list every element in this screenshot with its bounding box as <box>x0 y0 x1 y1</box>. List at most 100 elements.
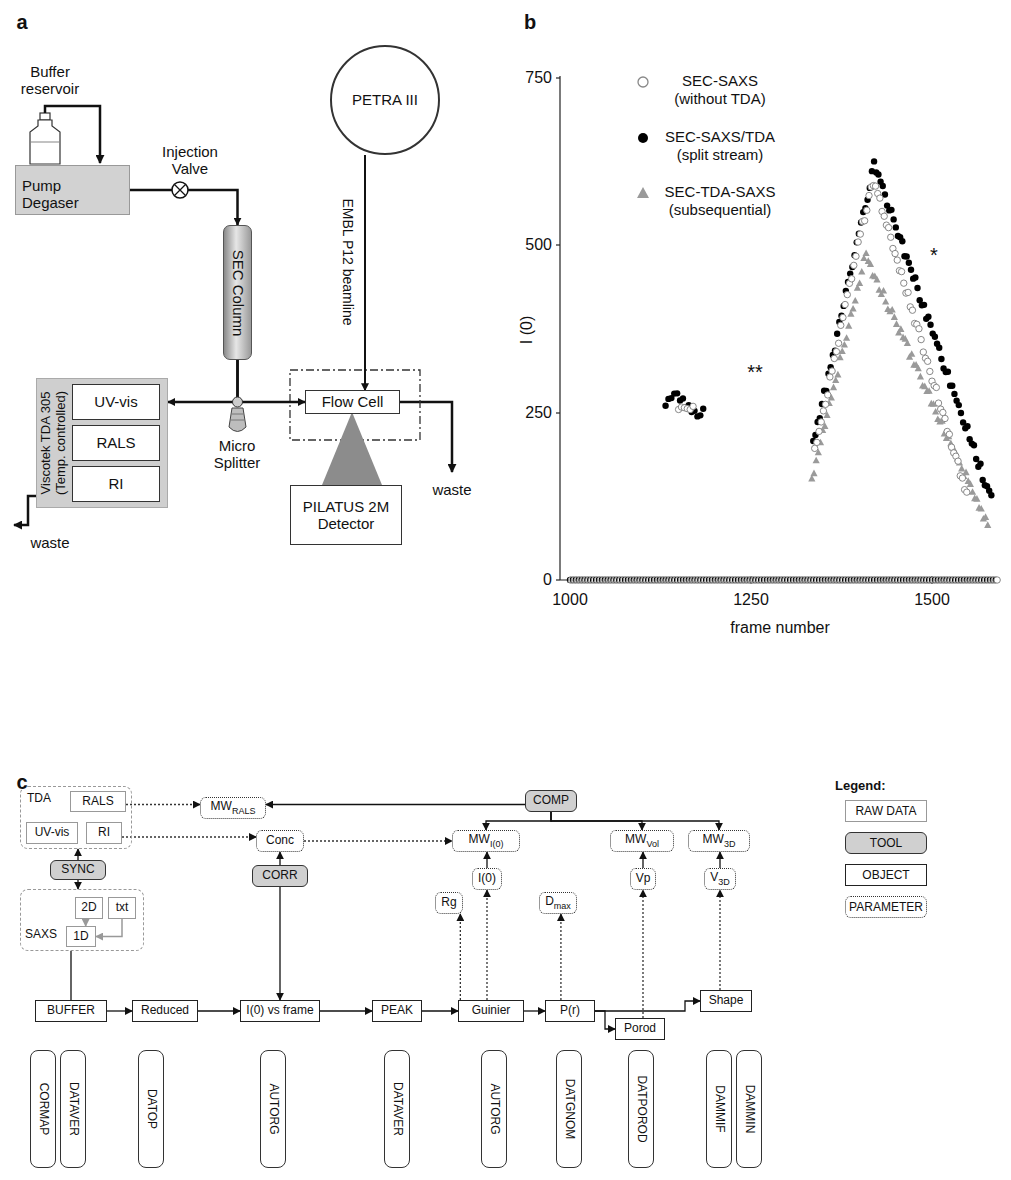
subscript: 3D <box>718 877 730 887</box>
panel-letter: c <box>16 771 27 794</box>
open-circle-marker <box>638 77 648 87</box>
text-block: UV-vis <box>94 393 137 410</box>
parameter-box: MW3D <box>688 830 750 852</box>
object-box: BUFFER <box>35 1000 107 1022</box>
connector <box>304 840 452 841</box>
column: SEC Column <box>223 225 252 360</box>
data-point <box>945 369 951 375</box>
connector <box>560 914 561 1000</box>
annotation: Micro Splitter <box>202 437 272 472</box>
object-box: Porod <box>615 1018 665 1040</box>
data-point <box>971 442 977 448</box>
data-point <box>915 365 922 372</box>
legend-sample: RAW DATA <box>845 800 927 822</box>
text-block: DAMMIF <box>712 1085 726 1132</box>
connector <box>320 1010 372 1011</box>
annotation: Legend: <box>835 779 886 794</box>
data-point <box>888 207 894 213</box>
connector <box>524 1010 545 1011</box>
connector <box>198 1010 240 1011</box>
connector <box>364 155 366 390</box>
panel-letter: b <box>524 11 536 34</box>
device-box: Flow Cell <box>305 390 400 413</box>
node-label: Rg <box>441 895 456 909</box>
node-label: AUTORG <box>267 1083 281 1134</box>
data-point <box>958 410 964 416</box>
data-point <box>918 336 924 342</box>
data-point <box>816 428 822 434</box>
tick <box>556 412 560 413</box>
node-label: D <box>545 894 554 908</box>
data-point <box>916 326 922 332</box>
text-block: COMP <box>533 794 569 808</box>
annotation: Injection Valve <box>153 143 227 178</box>
program-box: DAMMIN <box>736 1050 762 1168</box>
text-block: MWVol <box>625 833 659 849</box>
data-point <box>909 307 915 313</box>
raw-data-box: txt <box>108 897 136 919</box>
text-block: txt <box>116 901 129 915</box>
node-label: PEAK <box>381 1003 413 1017</box>
data-point <box>852 297 859 304</box>
node-label: MW <box>703 832 724 846</box>
data-point <box>904 339 911 346</box>
data-point <box>925 314 931 320</box>
data-point <box>949 382 955 388</box>
data-point <box>690 403 696 409</box>
data-point <box>822 401 828 407</box>
connector <box>70 951 71 1000</box>
data-point <box>889 306 896 313</box>
text-block: DATAVER <box>390 1082 404 1136</box>
text-block: SEC Column <box>229 249 246 336</box>
text-block: AUTORG <box>487 1083 501 1134</box>
panel-letter: a <box>16 11 27 34</box>
node-label: P(r) <box>560 1003 580 1017</box>
data-point <box>940 409 946 415</box>
data-point <box>917 373 924 380</box>
data-point <box>973 495 980 502</box>
connector <box>642 890 643 1018</box>
data-point <box>894 257 900 263</box>
connector <box>595 1011 615 1029</box>
data-point <box>938 356 944 362</box>
pump-box: Pump Degaser <box>15 165 130 215</box>
connector <box>122 836 256 837</box>
data-point <box>858 268 865 275</box>
connector <box>551 812 719 830</box>
data-point <box>864 207 870 213</box>
text-block: Pump Degaser <box>22 177 86 212</box>
waste-tube <box>14 496 36 525</box>
data-point <box>920 349 926 355</box>
program-box: DATPOROD <box>628 1050 654 1168</box>
ring-circle: PETRA III <box>330 45 440 155</box>
legend-sample: OBJECT <box>845 864 927 886</box>
text-block: DATGNOM <box>562 1079 576 1139</box>
bottle-cap <box>40 113 50 120</box>
connector <box>595 1001 700 1011</box>
text-block: UV-vis <box>35 826 70 840</box>
chart-axes <box>556 76 1000 584</box>
node-label: I(0) vs frame <box>246 1003 313 1017</box>
data-point <box>697 412 703 418</box>
node-label: I(0) <box>478 871 496 885</box>
node-label: SEC Column <box>229 249 246 336</box>
data-point <box>955 458 961 464</box>
subscript: max <box>554 901 571 911</box>
data-point <box>873 276 880 283</box>
node-label: CORMAP <box>37 1083 51 1136</box>
parameter-box: I(0) <box>472 868 502 890</box>
text-block: MWI(0) <box>469 833 504 849</box>
text-block: P(r) <box>560 1004 580 1018</box>
data-point <box>882 298 889 305</box>
data-point <box>978 505 985 512</box>
raw-data-box: 1D <box>66 926 96 947</box>
text-block: RALS <box>96 434 135 451</box>
legend-text: SEC-SAXS (without TDA) <box>674 72 765 107</box>
node-label: COMP <box>533 793 569 807</box>
tool-box: COMP <box>525 790 577 812</box>
splitter-body <box>229 408 246 432</box>
text-block: Flow Cell <box>322 393 384 410</box>
data-point <box>848 276 854 282</box>
legend-entry: SEC-TDA-SAXS (subsequential) <box>655 183 785 219</box>
